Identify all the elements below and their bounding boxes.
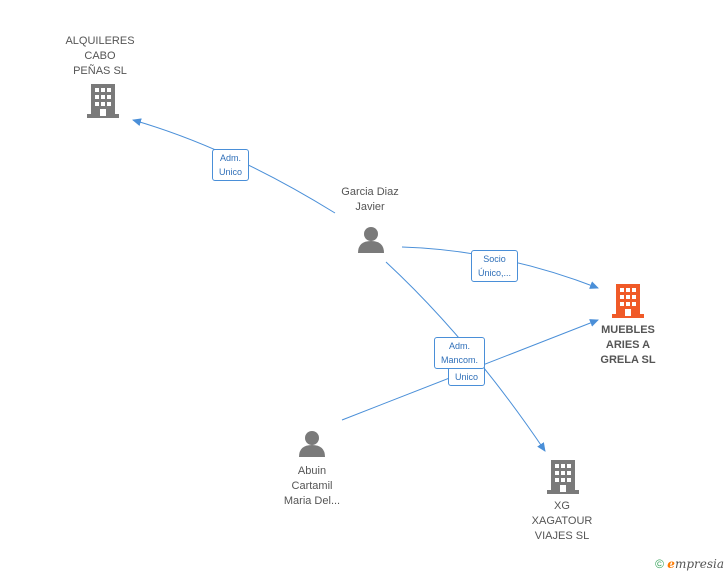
empresia-watermark[interactable]: © empresia — [655, 557, 724, 571]
brand-rest: mpresia — [674, 557, 724, 571]
node-abuin-label[interactable]: Abuin Cartamil Maria Del... — [264, 464, 360, 509]
building-icon[interactable] — [87, 84, 119, 118]
node-abuin-line1: Abuin — [297, 465, 327, 477]
node-xg-line2: XAGATOUR — [531, 515, 593, 527]
node-alquileres-line1: ALQUILERES — [65, 35, 135, 47]
edge-label-line2: Mancom. — [441, 355, 479, 365]
person-icon[interactable] — [298, 430, 326, 458]
edge-label-line1: Socio — [483, 254, 506, 264]
edge-label-line1: Unico — [455, 372, 479, 382]
node-muebles-line1: MUEBLES — [601, 324, 655, 336]
node-abuin-line3: Maria Del... — [283, 495, 341, 507]
edge-label-abuin-muebles[interactable]: Adm. Mancom. — [434, 337, 486, 369]
node-muebles-label[interactable]: MUEBLES ARIES A GRELA SL — [588, 323, 668, 368]
node-abuin-line2: Cartamil — [291, 480, 333, 492]
node-xg-line3: VIAJES SL — [534, 530, 590, 542]
person-icon[interactable] — [357, 226, 385, 254]
brand-initial: e — [667, 557, 675, 571]
edge-label-line1: Adm. — [220, 153, 242, 163]
node-xg-label[interactable]: XG XAGATOUR VIAJES SL — [518, 499, 606, 544]
brand-name: empresia — [667, 557, 724, 571]
node-garcia-label[interactable]: Garcia Diaz Javier — [322, 185, 418, 215]
node-garcia-line1: Garcia Diaz — [341, 186, 399, 198]
node-alquileres-label[interactable]: ALQUILERES CABO PEÑAS SL — [58, 34, 142, 79]
node-xg-line1: XG — [554, 500, 570, 512]
node-alquileres-line3: PEÑAS SL — [73, 65, 127, 77]
edge-label-line2: Unico — [219, 167, 243, 177]
edge-label-garcia-alquileres[interactable]: Adm. Unico — [212, 149, 250, 181]
edge-label-garcia-muebles[interactable]: Socio Único,... — [471, 250, 519, 282]
node-garcia-line2: Javier — [355, 201, 385, 213]
node-muebles-line3: GRELA SL — [600, 354, 656, 366]
building-icon-main[interactable] — [612, 284, 644, 318]
node-alquileres-line2: CABO — [84, 50, 116, 62]
node-muebles-line2: ARIES A — [605, 339, 651, 351]
edge-label-line2: Único,... — [478, 268, 512, 278]
copyright-symbol: © — [655, 557, 664, 571]
edge-label-line1: Adm. — [449, 341, 471, 351]
building-icon[interactable] — [547, 460, 579, 494]
